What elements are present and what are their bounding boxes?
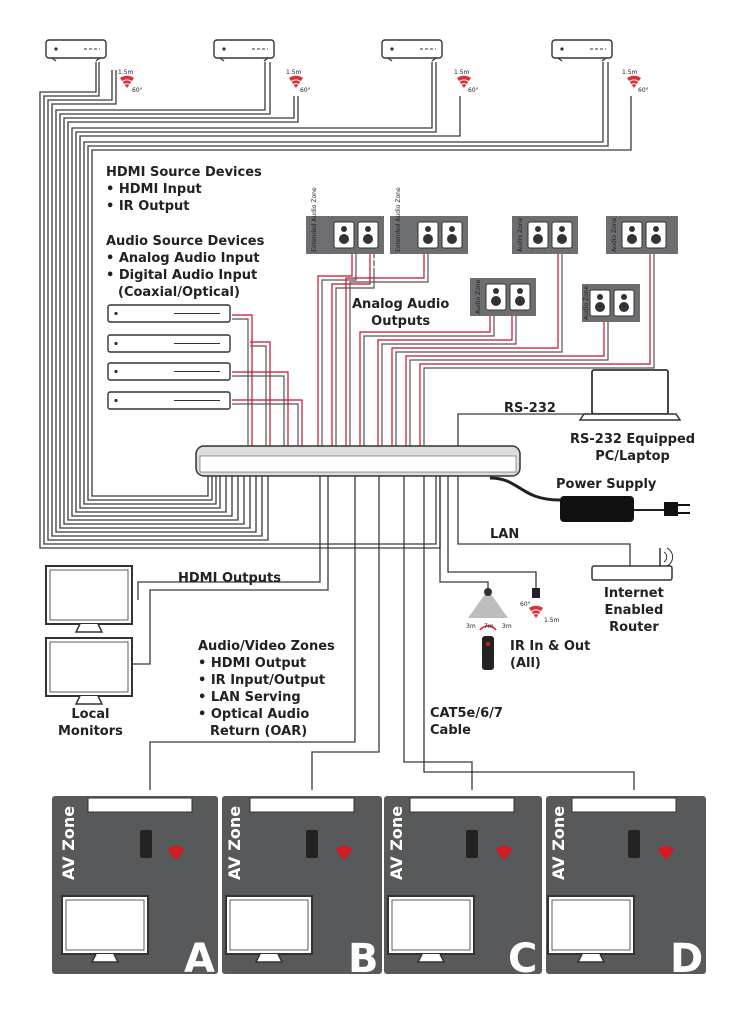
cable-label: CAT5e/6/7 Cable (430, 705, 503, 739)
matrix-switcher (195, 445, 521, 477)
av-zones-title: Audio/Video Zones (198, 639, 335, 654)
audio-source-devices (107, 304, 231, 410)
audio-source-label: Audio Source Devices • Analog Audio Inpu… (106, 233, 264, 301)
local-monitors (45, 565, 133, 705)
av-zone-name-c: AV Zone (387, 806, 406, 880)
av-zone-name-d: AV Zone (549, 806, 568, 880)
av-zone-letter-c: C (508, 936, 537, 982)
zone-letter-2: 2 (454, 257, 463, 272)
router-label-line: Enabled (604, 603, 664, 618)
hdmi-source-devices (45, 39, 613, 62)
ir-in-out-label: IR In & Out (All) (510, 638, 590, 672)
ir-angle-label: 60° (638, 87, 649, 94)
ir-in-out-line: (All) (510, 656, 541, 671)
av-zones-item: • LAN Serving (198, 690, 301, 705)
av-zone-letter-b: B (348, 936, 379, 982)
ir-range-label: 1.5m (622, 69, 638, 76)
hdmi-source-title: HDMI Source Devices (106, 165, 262, 180)
audio-source-title: Audio Source Devices (106, 234, 265, 249)
laptop-label-line: PC/Laptop (595, 449, 670, 464)
av-zones-item: • IR Input/Output (198, 673, 326, 688)
hdmi-source-label: HDMI Source Devices • HDMI Input • IR Ou… (106, 164, 262, 215)
ir-angle-label: 60° (132, 87, 143, 94)
router-label-line: Internet (604, 586, 664, 601)
av-zone-name-a: AV Zone (59, 806, 78, 880)
zone-name-d: Audio Zone (611, 217, 618, 252)
audio-source-item: • Analog Audio Input (106, 251, 260, 266)
zone-name-c: Audio Zone (583, 285, 590, 320)
ir-emitters (119, 75, 642, 89)
ir-range-label: 1.5m (118, 69, 134, 76)
ir-in-out-line: IR In & Out (510, 639, 591, 654)
zone-name-1: Extended Audio Zone (311, 187, 318, 252)
lan-label: LAN (490, 527, 520, 542)
ir-range-label: 1.5m (544, 617, 560, 624)
audio-source-item: • Digital Audio Input (106, 268, 258, 283)
ir-emitter-bottom (528, 588, 544, 619)
analog-outputs-line: Analog Audio (352, 297, 450, 312)
local-monitors-line: Monitors (58, 724, 123, 739)
av-zone-panel-a (52, 796, 218, 974)
cable-label-line: Cable (430, 723, 471, 738)
router (591, 547, 674, 581)
audio-output-cables (317, 254, 655, 446)
cable-label-line: CAT5e/6/7 (430, 706, 503, 721)
ir-receiver-left: 3m (466, 623, 476, 630)
power-supply-label: Power Supply (556, 477, 657, 492)
ir-angle-label: 60° (520, 601, 531, 608)
ir-receiver (468, 588, 508, 670)
power-adapter (560, 496, 690, 522)
hdmi-outputs-label: HDMI Outputs (178, 571, 282, 586)
av-zone-letters: A B C D (184, 936, 703, 982)
zone-letter-b: B (566, 257, 576, 272)
av-zone-panels (52, 796, 706, 974)
zone-letter-c: C (622, 323, 632, 338)
ir-receiver-center: 7m (484, 623, 494, 630)
laptop-label-line: RS-232 Equipped (570, 432, 696, 447)
zone-name-b: Audio Zone (517, 217, 524, 252)
zone-letter-d: D (666, 257, 677, 272)
ir-range-label: 1.5m (454, 69, 470, 76)
zone-name-a: Audio Zone (475, 279, 482, 314)
zone-letter-1: 1 (372, 257, 381, 272)
av-zone-name-b: AV Zone (225, 806, 244, 880)
zone-name-2: Extended Audio Zone (395, 187, 402, 252)
router-label-line: Router (609, 620, 659, 635)
analog-outputs-line: Outputs (371, 314, 431, 329)
speaker-zone-names: Extended Audio Zone Extended Audio Zone … (311, 187, 618, 320)
hdmi-source-item: • IR Output (106, 199, 190, 214)
av-zone-letter-a: A (184, 936, 215, 982)
local-monitors-label: Local Monitors (58, 706, 123, 740)
av-zone-names: AV Zone AV Zone AV Zone AV Zone (59, 806, 568, 880)
ir-receiver-right: 3m (502, 623, 512, 630)
analog-outputs-label: Analog Audio Outputs (352, 296, 449, 330)
local-monitors-line: Local (71, 707, 110, 722)
laptop (578, 369, 682, 421)
ir-angle-label: 60° (300, 87, 311, 94)
av-zones-label: Audio/Video Zones • HDMI Output • IR Inp… (198, 638, 335, 740)
av-zones-item: • Optical Audio (198, 707, 310, 722)
zone-letter-a: A (524, 317, 534, 332)
ir-angle-label: 60° (468, 87, 479, 94)
av-zones-item: • HDMI Output (198, 656, 307, 671)
ir-emitter-range-labels: 1.5m 1.5m 1.5m 1.5m 60° 60° 60° 60° 60° … (118, 69, 649, 624)
av-zone-panel-c (384, 796, 542, 974)
ir-range-label: 1.5m (286, 69, 302, 76)
router-label: Internet Enabled Router (604, 585, 664, 636)
av-zone-panel-d (546, 796, 706, 974)
speaker-zones (306, 216, 678, 322)
rs232-label: RS-232 (504, 401, 556, 416)
speaker-zone-letters: 1 2 A B C D (372, 257, 677, 338)
av-zones-item: Return (OAR) (210, 724, 308, 739)
audio-source-item: (Coaxial/Optical) (118, 285, 240, 300)
av-zone-panel-b (222, 796, 382, 974)
hdmi-source-item: • HDMI Input (106, 182, 202, 197)
cable-bundle (39, 62, 664, 790)
audio-input-cables (232, 314, 303, 446)
av-zone-letter-d: D (670, 936, 703, 982)
laptop-label: RS-232 Equipped PC/Laptop (570, 431, 695, 465)
ir-receiver-range-labels: 3m 7m 3m (466, 623, 512, 630)
